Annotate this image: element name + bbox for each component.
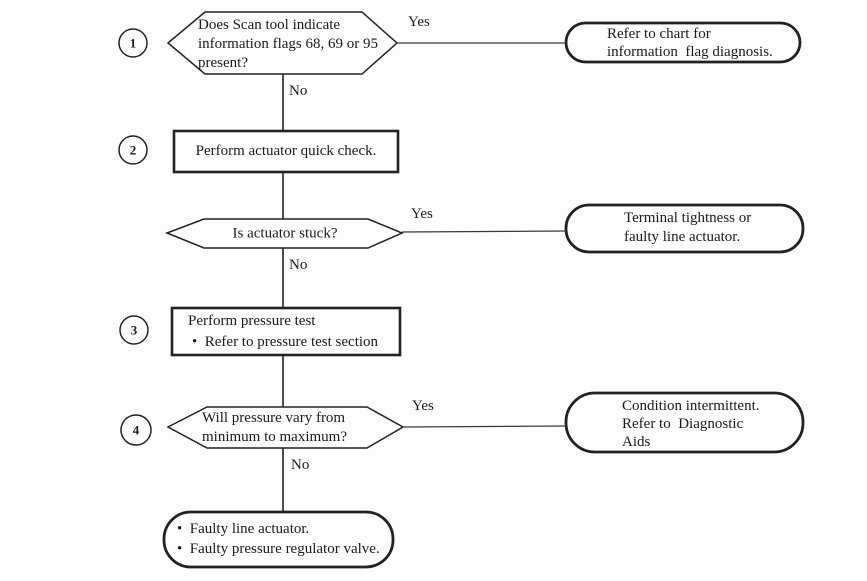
result-3-text: Condition intermittent. Refer to Diagnos… — [622, 397, 760, 451]
action-1-rect — [172, 129, 400, 174]
decision-1-text: Does Scan tool indicate information flag… — [198, 16, 378, 73]
text-line-bullet: • Refer to pressure test section — [192, 334, 379, 350]
action-1-text: Perform actuator quick check. — [174, 131, 398, 172]
step-4-circle — [120, 414, 152, 446]
decision-2-text: Is actuator stuck? — [232, 225, 338, 242]
step-3-circle — [119, 315, 149, 345]
text-line: Terminal tightness or — [624, 210, 752, 226]
text-line: faulty line actuator. — [624, 228, 741, 245]
yes-connector-2 — [401, 230, 567, 233]
action-2-text: Perform pressure test • Refer to pressur… — [188, 311, 378, 353]
result-4-oval — [162, 510, 395, 569]
text-line: minimum to maximum? — [202, 429, 347, 445]
result-4-text: • Faulty line actuator. • Faulty pressur… — [177, 520, 380, 559]
text-line-bullet: • Faulty line actuator. — [177, 521, 310, 537]
step-1-circle — [118, 28, 148, 58]
decision-2-hexagon — [164, 218, 404, 249]
text-line: Will pressure vary from — [202, 410, 346, 426]
text-line: Perform actuator quick check. — [195, 143, 377, 159]
result-3-oval — [564, 391, 805, 454]
step-3-number: 3 — [130, 322, 138, 338]
yes-label-3: Yes — [412, 398, 434, 414]
result-2-text: Terminal tightness or faulty line actuat… — [624, 209, 751, 246]
yes-connector-3 — [402, 425, 567, 428]
text-line: information flags 68, 69 or 95 — [198, 36, 378, 52]
yes-label-2: Yes — [411, 206, 433, 222]
text-line: information flag diagnosis. — [607, 44, 773, 60]
result-1-text: Refer to chart for information flag diag… — [607, 25, 773, 61]
step-4-number: 4 — [132, 422, 140, 438]
decision-3-text: Will pressure vary from minimum to maxim… — [202, 409, 347, 447]
step-1-number: 1 — [129, 35, 137, 51]
text-line-bullet: • Faulty pressure regulator valve. — [177, 540, 380, 557]
no-label-3: No — [291, 457, 310, 473]
text-line: Refer to chart for — [607, 26, 711, 42]
action-2-rect — [170, 306, 402, 357]
no-label-1: No — [289, 83, 308, 99]
step-2-circle — [118, 135, 148, 165]
text-line: Aids — [622, 434, 651, 450]
no-label-2: No — [289, 257, 308, 273]
text-line: Does Scan tool indicate — [198, 17, 341, 33]
yes-label-1: Yes — [408, 14, 430, 30]
text-line: Refer to Diagnostic — [622, 416, 744, 432]
text-line: present? — [198, 55, 248, 71]
result-2-oval — [564, 203, 805, 254]
step-2-number: 2 — [129, 142, 137, 158]
text-line: Perform pressure test — [188, 313, 316, 329]
text-line: Condition intermittent. — [622, 398, 760, 414]
